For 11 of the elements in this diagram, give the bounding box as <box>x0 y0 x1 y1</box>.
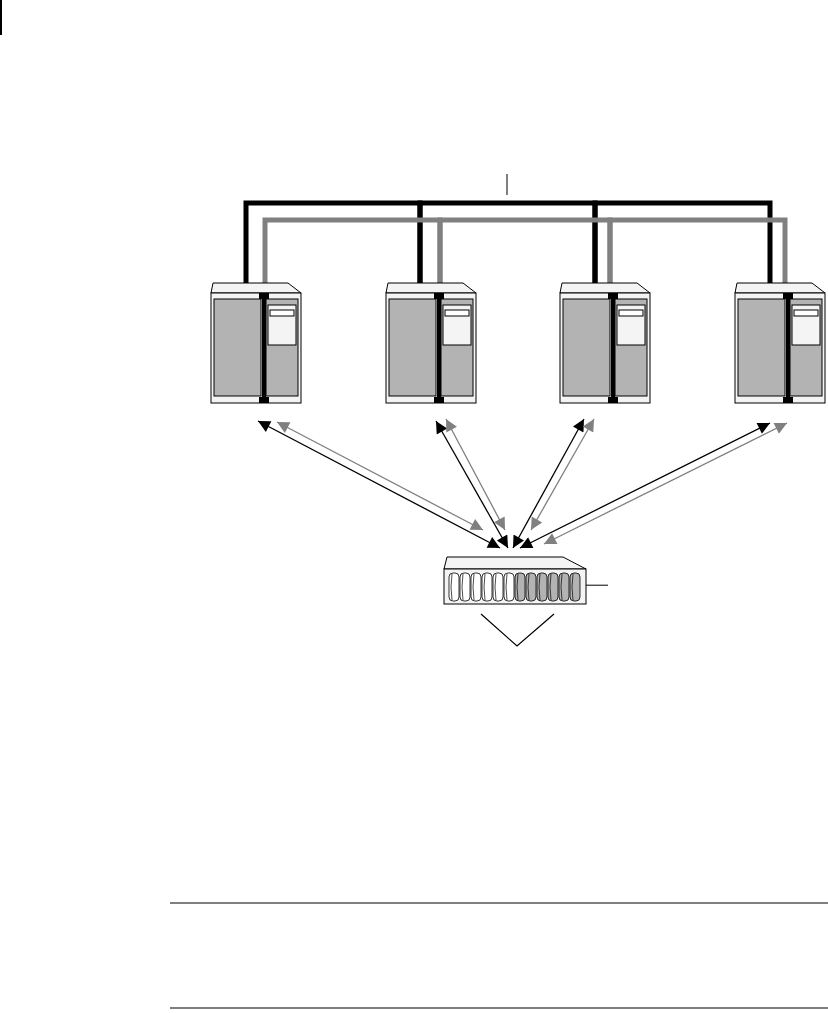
double-arrow <box>519 422 771 549</box>
double-arrow <box>543 422 788 545</box>
leader-line <box>585 584 609 586</box>
double-arrow <box>530 418 595 531</box>
double-arrow <box>435 420 509 549</box>
cable-line <box>607 217 788 283</box>
double-arrow <box>512 418 585 549</box>
double-arrow <box>276 421 484 531</box>
double-arrow <box>257 420 501 549</box>
double-arrow <box>445 418 506 531</box>
cable-line <box>592 200 773 283</box>
